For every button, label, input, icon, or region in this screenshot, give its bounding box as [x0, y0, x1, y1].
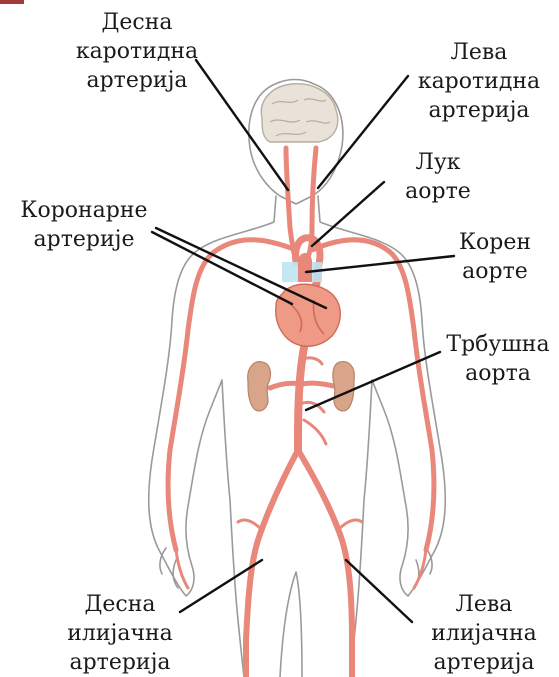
arteries — [168, 148, 434, 677]
label-aortic-root: Корен аорте — [450, 228, 540, 286]
label-line: Лева — [404, 38, 554, 67]
label-line: артерија — [60, 648, 180, 677]
leader-aortic-root — [306, 256, 454, 272]
label-right-iliac-artery: Десна илијачна артерија — [60, 590, 180, 677]
label-line: Коронарне — [4, 196, 164, 225]
label-line: Корен — [450, 228, 540, 257]
label-line: илијачна — [424, 619, 544, 648]
label-line: артерије — [4, 225, 164, 254]
label-left-carotid-artery: Лева каротидна артерија — [404, 38, 554, 125]
brain — [261, 84, 337, 142]
label-line: Десна — [72, 8, 202, 37]
label-line: аорта — [440, 359, 556, 388]
label-left-iliac-artery: Лева илијачна артерија — [424, 590, 544, 677]
label-line: артерија — [404, 96, 554, 125]
label-line: артерија — [424, 648, 544, 677]
label-line: Лева — [424, 590, 544, 619]
label-abdominal-aorta: Трбушна аорта — [440, 330, 556, 388]
leader-aortic-arch — [312, 182, 384, 246]
label-line: каротидна — [404, 67, 554, 96]
label-right-carotid-artery: Десна каротидна артерија — [72, 8, 202, 95]
label-line: Лук — [398, 148, 478, 177]
label-aortic-arch: Лук аорте — [398, 148, 478, 206]
label-line: артерија — [72, 66, 202, 95]
label-line: Трбушна — [440, 330, 556, 359]
label-coronary-arteries: Коронарне артерије — [4, 196, 164, 254]
label-line: Десна — [60, 590, 180, 619]
label-line: аорте — [450, 257, 540, 286]
label-line: каротидна — [72, 37, 202, 66]
label-line: аорте — [398, 177, 478, 206]
label-line: илијачна — [60, 619, 180, 648]
